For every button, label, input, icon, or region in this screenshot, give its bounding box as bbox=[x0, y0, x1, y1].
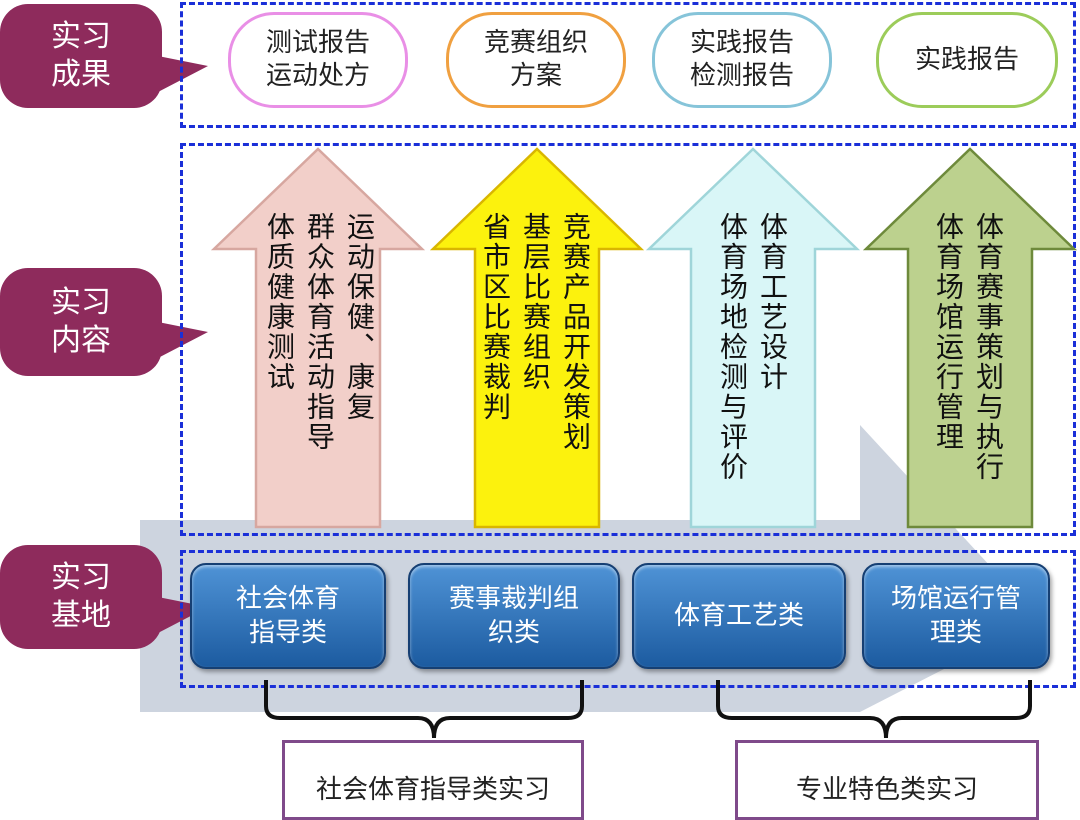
arrow-2 bbox=[429, 147, 645, 529]
arrow-4-col-1: 体育赛事策划与执行 bbox=[972, 212, 1005, 482]
label-base-line1: 实习 bbox=[51, 560, 111, 595]
arrow-1-col-1: 运动保健、康复 bbox=[343, 212, 376, 422]
arrow-3-col-1: 体育工艺设计 bbox=[756, 212, 789, 392]
group-social-sports: 社会体育指导类实习 bbox=[282, 740, 584, 820]
result-pill-2: 竞赛组织 方案 bbox=[446, 12, 626, 108]
arrow-1-col-3: 体质健康测试 bbox=[263, 212, 296, 392]
brace-right bbox=[716, 680, 1032, 739]
arrow-3 bbox=[645, 147, 861, 529]
base-social-sports: 社会体育 指导类 bbox=[190, 563, 386, 669]
arrow-2-col-2: 基层比赛组织 bbox=[519, 212, 552, 392]
label-base-line2: 基地 bbox=[51, 598, 111, 633]
base-craft: 体育工艺类 bbox=[632, 563, 846, 669]
group-specialty: 专业特色类实习 bbox=[735, 740, 1039, 820]
label-results-line1: 实习 bbox=[51, 19, 111, 54]
label-content-line1: 实习 bbox=[51, 285, 111, 320]
result-pill-1: 测试报告 运动处方 bbox=[228, 12, 408, 108]
brace-left bbox=[264, 680, 584, 739]
label-base: 实习 基地 bbox=[0, 545, 208, 649]
arrow-1 bbox=[210, 147, 426, 529]
arrow-2-col-3: 省市区比赛裁判 bbox=[479, 212, 512, 422]
arrow-4 bbox=[862, 147, 1078, 529]
base-frame bbox=[180, 550, 1076, 688]
label-results: 实习 成果 bbox=[0, 4, 208, 108]
arrow-3-col-2: 体育场地检测与评价 bbox=[716, 212, 749, 482]
result-pill-4: 实践报告 bbox=[876, 12, 1058, 108]
label-results-line2: 成果 bbox=[51, 57, 111, 92]
base-referee: 赛事裁判组 织类 bbox=[408, 563, 620, 669]
arrow-2-col-1: 竞赛产品开发策划 bbox=[559, 212, 592, 452]
label-content: 实习 内容 bbox=[0, 268, 208, 376]
arrow-4-col-2: 体育场馆运行管理 bbox=[932, 212, 965, 452]
base-venue: 场馆运行管 理类 bbox=[862, 563, 1050, 669]
content-frame bbox=[180, 143, 1076, 536]
arrow-1-col-2: 群众体育活动指导 bbox=[303, 212, 336, 452]
result-pill-3: 实践报告 检测报告 bbox=[652, 12, 832, 108]
results-frame bbox=[180, 2, 1076, 128]
label-content-line2: 内容 bbox=[51, 323, 111, 358]
